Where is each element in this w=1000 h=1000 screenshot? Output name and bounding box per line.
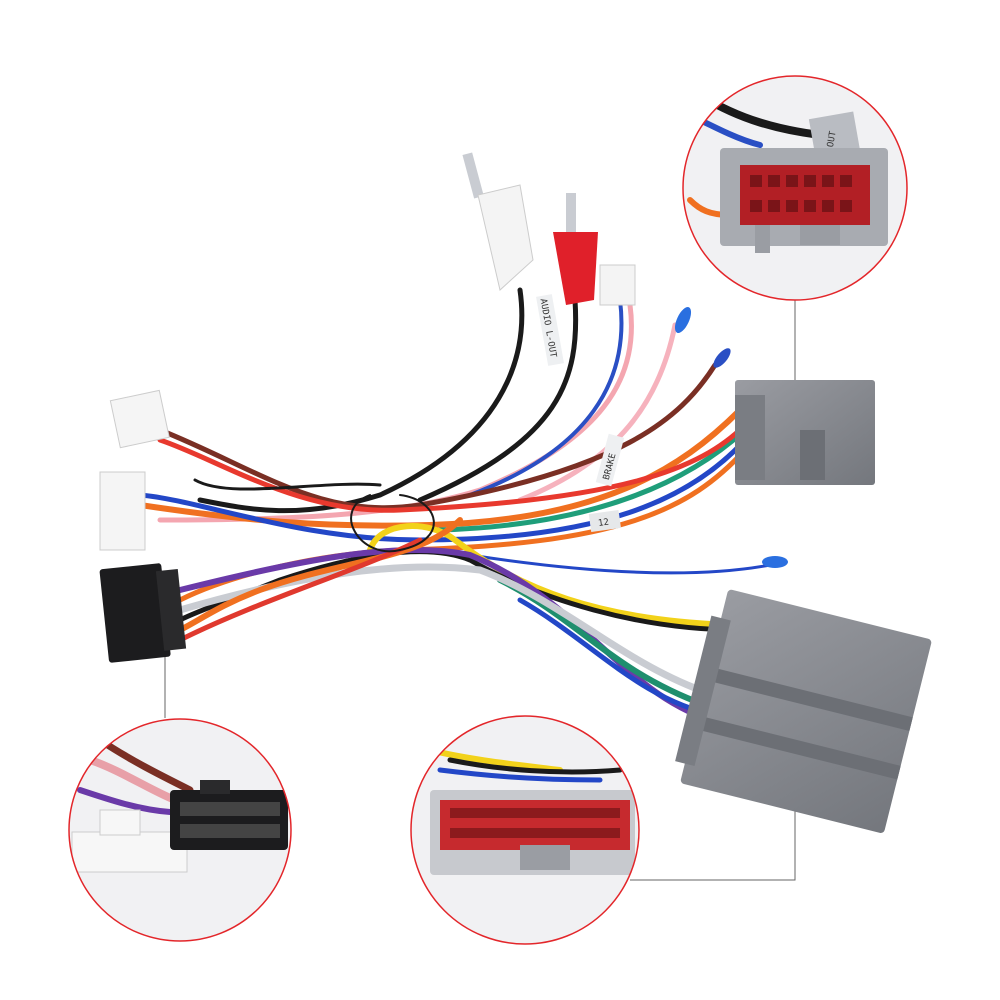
black-iso-connector bbox=[99, 563, 187, 663]
callout-ring-bottom-middle bbox=[410, 715, 640, 945]
small-white-connector bbox=[599, 264, 636, 306]
callout-amp-connector-detail: OUT bbox=[683, 76, 907, 300]
white-connector-large bbox=[99, 471, 146, 551]
tag-label: 12 bbox=[598, 518, 610, 529]
rca-plug-white bbox=[462, 152, 534, 291]
gray-connector-large bbox=[675, 589, 932, 833]
callout-vehicle-connector-detail bbox=[411, 716, 639, 944]
brake-label-tag: BRAKE bbox=[595, 433, 625, 487]
callout-iso-connector-detail bbox=[69, 719, 291, 941]
wire-cap-blue bbox=[674, 307, 692, 333]
rca-plug-red bbox=[553, 193, 598, 305]
wire-cap-blue bbox=[762, 556, 788, 568]
gray-connector-small bbox=[735, 380, 875, 485]
wire-cap-blue bbox=[713, 348, 731, 368]
number-tag: 12 bbox=[588, 510, 621, 533]
amp-out-label: OUT bbox=[826, 130, 839, 148]
white-connector-small bbox=[109, 389, 170, 449]
audio-out-label-tag: AUDIO L-OUT bbox=[536, 294, 564, 366]
wire-bundle bbox=[137, 287, 772, 723]
callout-ring-bottom-left bbox=[68, 718, 292, 942]
callout-ring-top-right bbox=[682, 75, 908, 301]
